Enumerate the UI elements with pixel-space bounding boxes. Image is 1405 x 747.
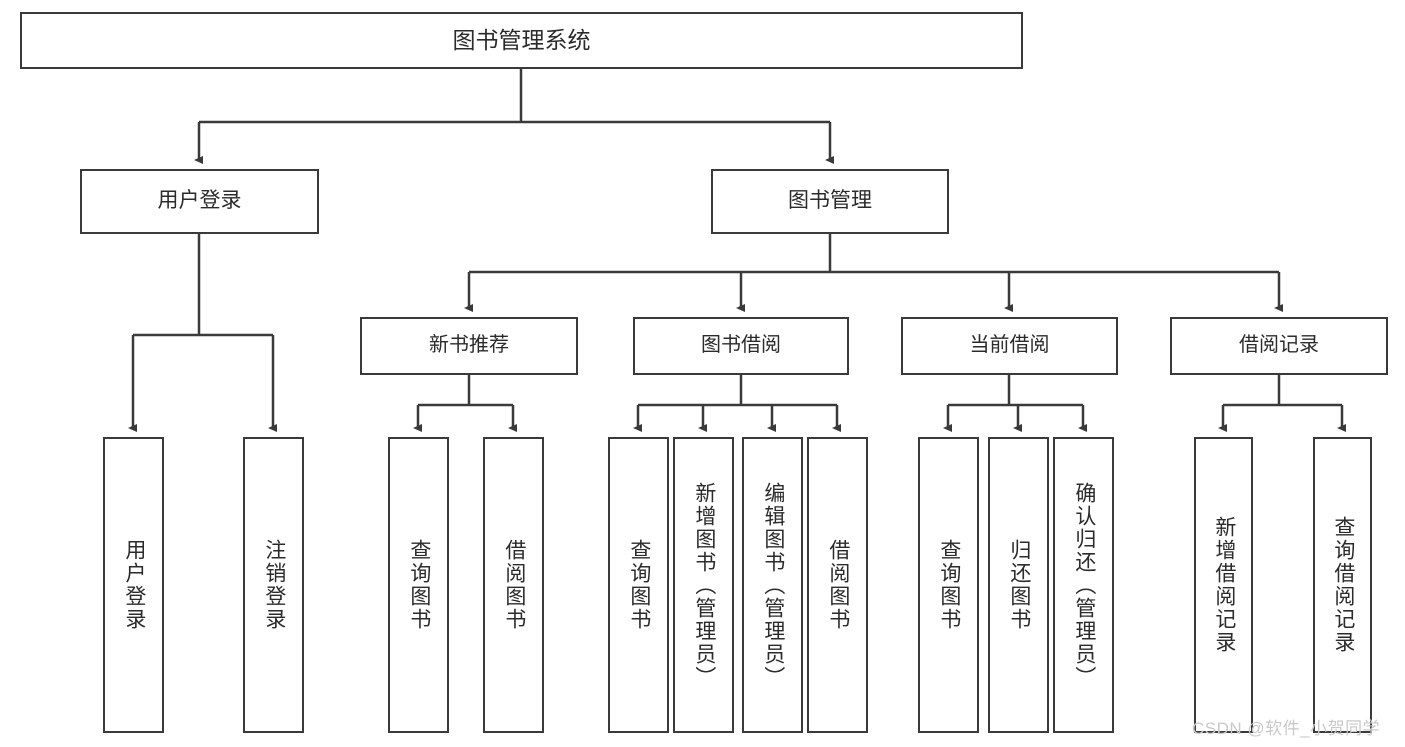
leaf-label: 借阅图书	[826, 539, 850, 631]
leaf-borrow-book[interactable]: 借阅图书	[807, 437, 868, 733]
node-borrow-records-label: 借阅记录	[1239, 334, 1319, 357]
leaf-user-login[interactable]: 用户登录	[103, 437, 164, 733]
node-user-login[interactable]: 用户登录	[80, 169, 319, 234]
leaf-label: 编辑图书（管理员）	[761, 481, 785, 689]
leaf-label: 用户登录	[122, 539, 146, 631]
leaf-label: 借阅图书	[502, 539, 526, 631]
leaf-query-books-current[interactable]: 查询图书	[918, 437, 979, 733]
watermark: CSDN @软件_小贺同学	[1192, 719, 1381, 738]
leaf-label: 新增借阅记录	[1212, 516, 1236, 654]
node-borrow-records[interactable]: 借阅记录	[1170, 317, 1388, 375]
leaf-user-logout[interactable]: 注销登录	[243, 437, 304, 733]
node-book-borrow-label: 图书借阅	[701, 334, 781, 357]
leaf-confirm-return-admin[interactable]: 确认归还（管理员）	[1053, 437, 1114, 733]
leaf-add-book-admin[interactable]: 新增图书（管理员）	[673, 437, 734, 733]
node-book-management[interactable]: 图书管理	[711, 169, 949, 234]
leaf-label: 确认归还（管理员）	[1072, 481, 1096, 689]
leaf-label: 查询图书	[627, 539, 651, 631]
leaf-label: 查询图书	[937, 539, 961, 631]
node-root[interactable]: 图书管理系统	[20, 12, 1023, 69]
leaf-add-borrow-record[interactable]: 新增借阅记录	[1194, 437, 1253, 733]
node-user-login-label: 用户登录	[157, 189, 242, 213]
node-book-borrow[interactable]: 图书借阅	[633, 317, 849, 375]
node-current-borrow[interactable]: 当前借阅	[901, 317, 1118, 375]
leaf-edit-book-admin[interactable]: 编辑图书（管理员）	[742, 437, 803, 733]
node-new-book-recommend[interactable]: 新书推荐	[360, 317, 578, 375]
node-root-label: 图书管理系统	[452, 26, 591, 53]
node-book-management-label: 图书管理	[788, 189, 872, 213]
leaf-label: 查询图书	[407, 539, 431, 631]
leaf-return-book[interactable]: 归还图书	[988, 437, 1049, 733]
leaf-label: 查询借阅记录	[1331, 516, 1355, 654]
leaf-label: 新增图书（管理员）	[692, 481, 716, 689]
node-new-book-recommend-label: 新书推荐	[429, 334, 509, 357]
leaf-borrow-books-recommend[interactable]: 借阅图书	[483, 437, 544, 733]
node-current-borrow-label: 当前借阅	[969, 334, 1050, 357]
leaf-label: 注销登录	[262, 539, 286, 631]
leaf-query-books-recommend[interactable]: 查询图书	[388, 437, 449, 733]
leaf-label: 归还图书	[1007, 539, 1031, 631]
leaf-query-books-borrow[interactable]: 查询图书	[608, 437, 669, 733]
leaf-query-borrow-record[interactable]: 查询借阅记录	[1313, 437, 1372, 733]
